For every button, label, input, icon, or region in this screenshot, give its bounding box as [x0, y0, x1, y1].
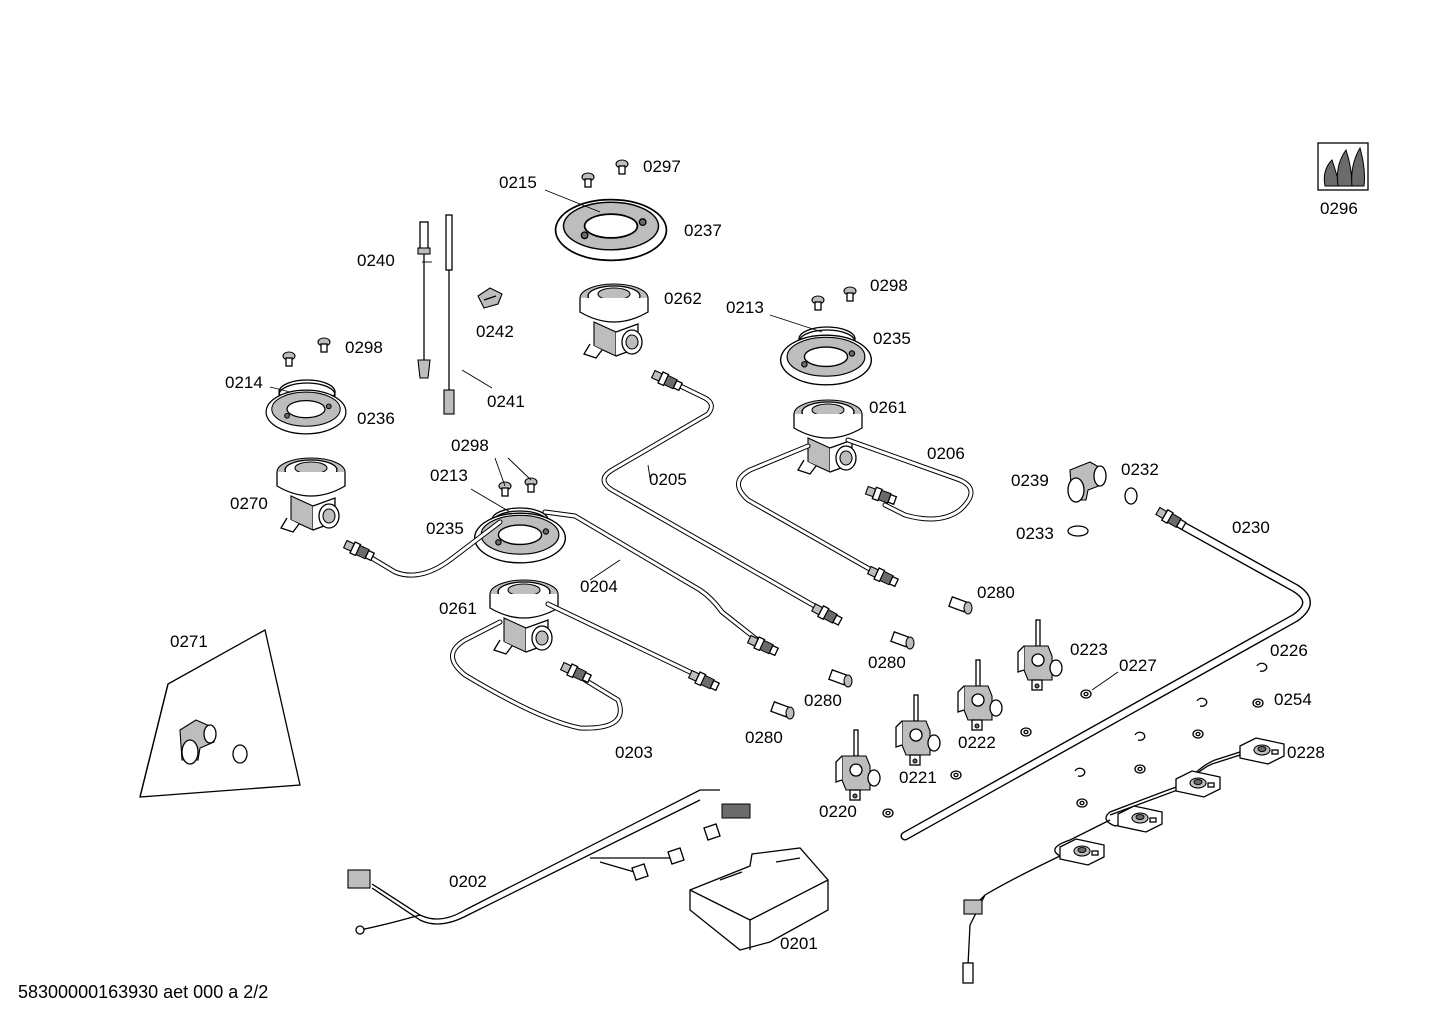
part-label-0261-b: 0261	[439, 599, 477, 618]
part-label-0241: 0241	[487, 392, 525, 411]
part-label-0298-c: 0298	[451, 436, 489, 455]
part-label-0230: 0230	[1232, 518, 1270, 537]
part-label-0204: 0204	[580, 577, 618, 596]
part-label-0280-c: 0280	[804, 691, 842, 710]
part-label-0235-b: 0235	[426, 519, 464, 538]
part-label-0298-b: 0298	[345, 338, 383, 357]
inlet-fittings	[1067, 461, 1138, 537]
ignition-module-0201	[689, 847, 829, 951]
gas-pipes	[342, 367, 1311, 841]
part-label-0236: 0236	[357, 409, 395, 428]
part-label-0201: 0201	[780, 934, 818, 953]
drawing-reference-code: 58300000163930 aet 000 a 2/2	[18, 982, 269, 1002]
part-label-0271: 0271	[170, 632, 208, 651]
part-label-0222: 0222	[958, 733, 996, 752]
burner-assembly-top	[554, 159, 668, 359]
part-label-0239: 0239	[1011, 471, 1049, 490]
part-label-0280-a: 0280	[977, 583, 1015, 602]
part-label-0232: 0232	[1121, 460, 1159, 479]
part-label-0298-a: 0298	[870, 276, 908, 295]
part-label-0237: 0237	[684, 221, 722, 240]
gas-flame-symbol	[1317, 142, 1369, 191]
part-label-0202: 0202	[449, 872, 487, 891]
thermocouple-parts	[417, 214, 503, 415]
part-label-0213-b: 0213	[430, 466, 468, 485]
part-label-0206: 0206	[927, 444, 965, 463]
part-label-0205: 0205	[649, 470, 687, 489]
leader-lines	[269, 189, 1119, 691]
part-label-0240: 0240	[357, 251, 395, 270]
part-label-0227: 0227	[1119, 656, 1157, 675]
part-label-0215: 0215	[499, 173, 537, 192]
ignition-harness	[962, 662, 1285, 984]
part-label-0203: 0203	[615, 743, 653, 762]
part-label-0235-a: 0235	[873, 329, 911, 348]
part-label-0220: 0220	[819, 802, 857, 821]
part-label-0242: 0242	[476, 322, 514, 341]
part-label-0228: 0228	[1287, 743, 1325, 762]
part-label-0223: 0223	[1070, 640, 1108, 659]
part-label-0280-d: 0280	[745, 728, 783, 747]
part-label-0214: 0214	[225, 373, 263, 392]
part-label-0297: 0297	[643, 157, 681, 176]
part-label-0221: 0221	[899, 768, 937, 787]
part-label-0254: 0254	[1274, 690, 1312, 709]
gas-taps	[835, 619, 1092, 818]
part-label-0270: 0270	[230, 494, 268, 513]
burner-assembly-left	[265, 337, 347, 533]
wiring-harness-0202	[347, 789, 751, 935]
part-label-0226: 0226	[1270, 641, 1308, 660]
part-label-0280-b: 0280	[868, 653, 906, 672]
part-label-0213-a: 0213	[726, 298, 764, 317]
part-label-0262: 0262	[664, 289, 702, 308]
part-label-0296: 0296	[1320, 199, 1358, 218]
bracket-0271	[139, 629, 301, 798]
part-label-0233: 0233	[1016, 524, 1054, 543]
part-label-0261-a: 0261	[869, 398, 907, 417]
